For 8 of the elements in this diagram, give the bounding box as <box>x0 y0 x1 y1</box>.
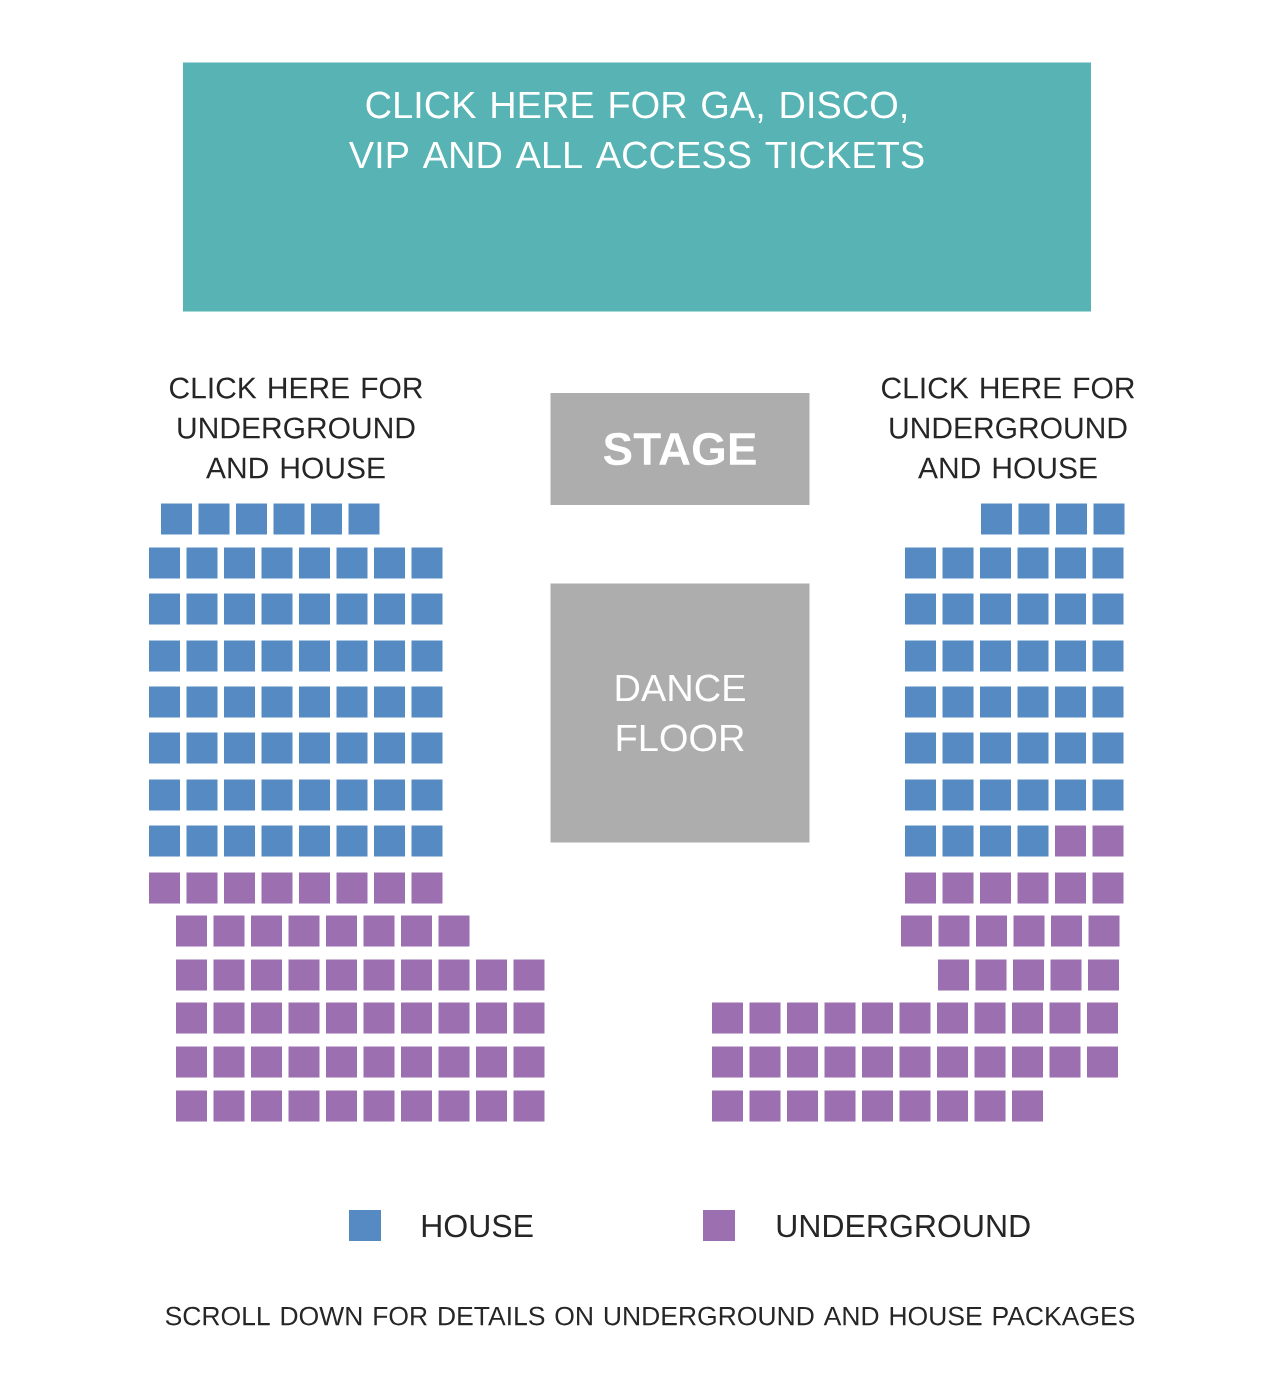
legend-label: HOUSE <box>422 1214 533 1238</box>
footer-note: SCROLL DOWN FOR DETAILS ON UNDERGROUND AND HOUSE PACKAGES <box>165 1306 1135 1326</box>
link-text: CLICK HERE FOR UNDERGROUND AND HOUSE <box>170 377 423 479</box>
link-text: CLICK HERE FOR UNDERGROUND AND HOUSE <box>882 377 1135 479</box>
stage-box: STAGE <box>550 393 810 505</box>
dance-floor-box: DANCE FLOOR <box>550 583 810 843</box>
legend-label: UNDERGROUND <box>777 1214 1030 1238</box>
ticket-button: CLICK HERE FOR GA, DISCO, VIP AND ALL ACCESS TICKETS <box>183 62 1091 312</box>
